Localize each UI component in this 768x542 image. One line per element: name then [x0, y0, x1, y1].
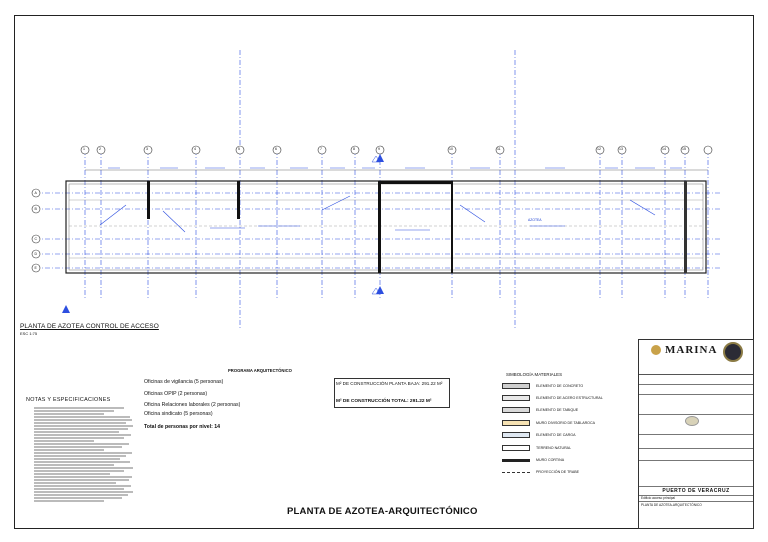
divider — [639, 384, 753, 385]
symbology-row: ELEMENTO DE CARGA — [502, 432, 632, 439]
azotea-label: AZOTEA — [528, 218, 542, 222]
area-ground-floor: M² DE CONSTRUCCIÓN PLANTA BAJA: 291.22 M… — [336, 381, 443, 386]
symbology-title: SIMBOLOGÍA MATERIALES — [506, 372, 563, 377]
parapet-inner-line — [68, 183, 704, 271]
symbology-row: MURO DIVISORIO DE TABLAROCA — [502, 420, 632, 427]
axis-label: 4 — [194, 147, 196, 151]
symbology-label: MURO DIVISORIO DE TABLAROCA — [536, 420, 595, 425]
divider — [639, 394, 753, 395]
title-block-building: Edificio acceso principal — [641, 496, 676, 500]
axis-label: 11 — [497, 147, 501, 151]
axis-label: 15 — [682, 147, 686, 151]
axis-label: 9 — [378, 147, 380, 151]
program-item: Oficinas OPIP (2 personas) — [144, 391, 208, 397]
axis-label: 5 — [238, 147, 240, 151]
axis-label: 7 — [320, 147, 322, 151]
brand-logo-text: MARINA — [665, 344, 718, 356]
symbology-label: TERRENO NATURAL — [536, 445, 572, 450]
axis-label: C — [34, 236, 38, 241]
title-block-header: MARINA — [639, 340, 753, 375]
axis-label: 8 — [353, 147, 355, 151]
program-title: PROGRAMA ARQUITECTÓNICO — [228, 368, 292, 373]
divider — [639, 486, 753, 487]
symbology-row: PROYECCIÓN DE TRABE — [502, 469, 632, 476]
horizontal-axis-lines — [35, 192, 720, 269]
section-markers — [62, 154, 384, 313]
axis-label: 14 — [662, 147, 666, 151]
swatch-steel — [502, 395, 530, 401]
plan-title: PLANTA DE AZOTEA CONTROL DE ACCESO — [20, 323, 159, 330]
axis-label: E — [34, 265, 37, 270]
axis-label: D — [34, 251, 38, 256]
swatch-beam-projection — [502, 472, 530, 473]
swatch-terrain — [502, 445, 530, 451]
wall-segments — [147, 181, 687, 273]
emblem-icon — [685, 416, 699, 426]
seal-icon — [723, 342, 743, 362]
plan-scale: ESC 1:75 — [20, 331, 38, 336]
divider — [639, 414, 753, 415]
axis-bubbles-top — [80, 145, 713, 155]
title-block: MARINA PUERTO DE VERACRUZ Edificio acces… — [638, 339, 754, 529]
area-box — [334, 378, 450, 408]
axis-label: 1 — [83, 147, 85, 151]
swatch-drywall — [502, 420, 530, 426]
axis-label: 10 — [449, 147, 453, 151]
swatch-brick — [502, 407, 530, 413]
symbology-row: ELEMENTO DE TABIQUE — [502, 407, 632, 414]
axis-label: 13 — [619, 147, 623, 151]
symbology-row: ELEMENTO DE ACERO ESTRUCTURAL — [502, 395, 632, 402]
symbology-label: ELEMENTO DE TABIQUE — [536, 407, 579, 412]
axis-label: 6 — [275, 147, 277, 151]
building-outline — [65, 180, 707, 274]
swatch-load — [502, 432, 530, 438]
axis-label: B — [34, 206, 37, 211]
area-total: M² DE CONSTRUCCIÓN TOTAL: 291.22 M² — [336, 399, 432, 404]
anchor-logo-icon — [651, 345, 661, 355]
symbology-row: TERRENO NATURAL — [502, 445, 632, 452]
notes-text-lines — [34, 407, 133, 502]
program-item: Oficina sindicato (5 personas) — [144, 411, 213, 417]
divider — [639, 448, 753, 449]
program-item: Oficinas de vigilancia (5 personas) — [144, 379, 224, 385]
axis-label: A — [34, 190, 37, 195]
slab-lines — [69, 199, 703, 259]
divider — [639, 434, 753, 435]
symbology-label: MURO CORTINA — [536, 457, 565, 462]
divider — [639, 501, 753, 502]
vertical-axis-lines — [84, 50, 709, 330]
axis-label: 12 — [597, 147, 601, 151]
program-item: Oficina Relaciones laborales (2 personas… — [144, 402, 241, 408]
divider — [639, 460, 753, 461]
title-block-sheet-title: PLANTA DE AZOTEA-ARQUITECTÓNICO — [641, 503, 702, 507]
drawing-main-title: PLANTA DE AZOTEA-ARQUITECTÓNICO — [287, 506, 478, 517]
symbology-label: PROYECCIÓN DE TRABE — [536, 469, 580, 474]
notes-title: NOTAS Y ESPECIFICACIONES — [26, 397, 111, 403]
slope-arrows — [99, 195, 656, 233]
symbology-row: MURO CORTINA — [502, 457, 632, 464]
swatch-concrete — [502, 383, 530, 389]
axis-label: 2 — [99, 147, 101, 151]
program-total: Total de personas por nivel: 14 — [144, 424, 221, 430]
divider — [639, 495, 753, 496]
level-markers — [371, 155, 381, 295]
notes-list — [26, 406, 142, 518]
title-block-city: PUERTO DE VERACRUZ — [662, 488, 730, 494]
symbology-label: ELEMENTO DE ACERO ESTRUCTURAL — [536, 395, 603, 400]
swatch-curtain-wall — [502, 459, 530, 462]
sheet-border — [14, 15, 754, 529]
symbology-row: ELEMENTO DE CONCRETO — [502, 383, 632, 390]
axis-bubbles-left — [31, 188, 41, 273]
symbology-label: ELEMENTO DE CARGA — [536, 432, 576, 437]
axis-label: 3 — [146, 147, 148, 151]
symbology-label: ELEMENTO DE CONCRETO — [536, 383, 584, 388]
